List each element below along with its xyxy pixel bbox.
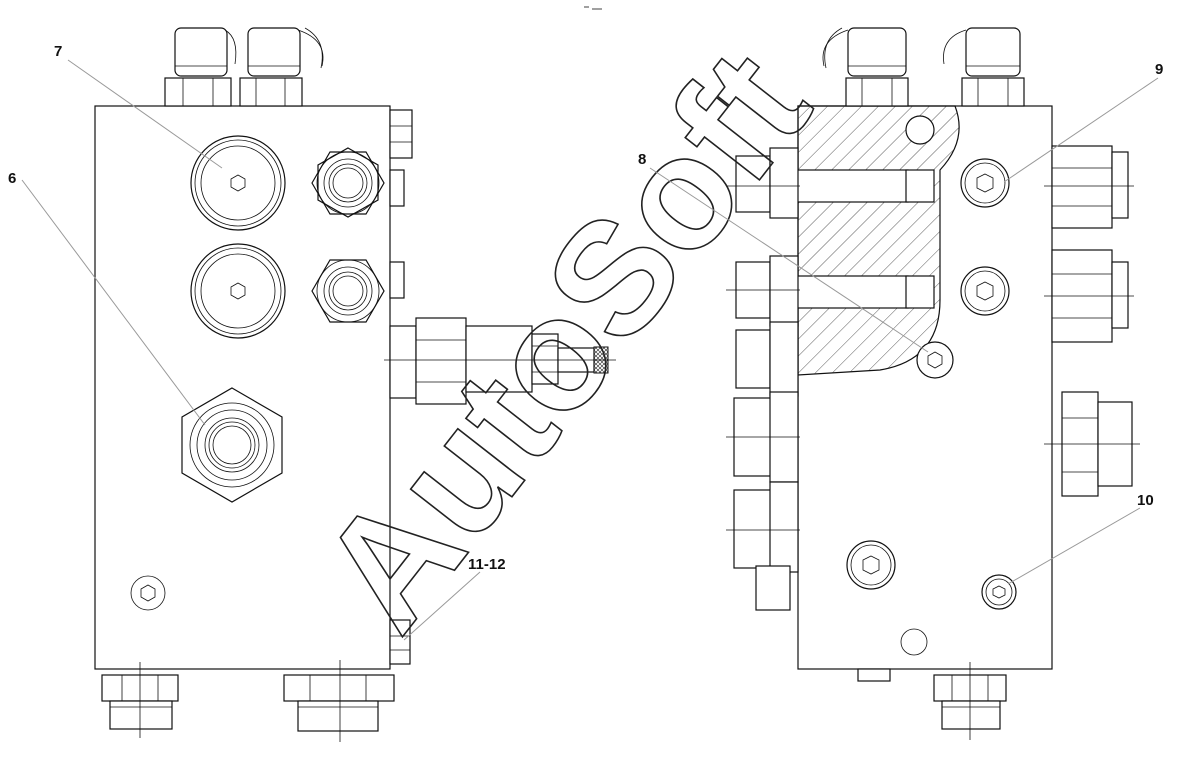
hex-plug-middle <box>190 243 286 339</box>
callout-9: 9 <box>1155 61 1163 78</box>
right-view <box>726 27 1140 740</box>
leader-8 <box>649 167 929 353</box>
header-mark <box>584 6 602 10</box>
socket-screw-left <box>130 575 166 611</box>
leader-11-12 <box>403 571 481 641</box>
side-cartridge <box>384 317 616 405</box>
left-side-fittings <box>726 147 800 611</box>
socket-plug-middle <box>960 266 1010 316</box>
top-fitting-left-1 <box>164 27 237 107</box>
hex-plug-upper <box>190 135 286 231</box>
top-fitting-right-2 <box>943 27 1025 107</box>
bottom-stub <box>857 668 891 682</box>
blind-hole <box>900 628 928 656</box>
top-fitting-left-2 <box>239 27 324 107</box>
callout-7: 7 <box>54 43 62 60</box>
leader-lines <box>21 59 1159 641</box>
fitting-upper-right <box>311 147 385 218</box>
top-fitting-right-1 <box>822 27 909 107</box>
callout-10: 10 <box>1137 492 1154 509</box>
leader-7 <box>67 59 223 169</box>
leader-6 <box>21 179 206 426</box>
side-boss-3 <box>389 261 405 299</box>
callout-6: 6 <box>8 170 16 187</box>
callout-11-12: 11-12 <box>468 556 506 573</box>
large-port-fitting <box>181 387 283 503</box>
bottom-fitting-left-2 <box>283 660 395 742</box>
socket-screw-right <box>981 574 1017 610</box>
leader-10 <box>1007 507 1141 585</box>
fitting-middle-right <box>311 259 385 323</box>
side-boss-bottom <box>389 619 411 665</box>
left-view <box>94 27 616 742</box>
bottom-fitting-right <box>933 662 1007 740</box>
leader-9 <box>1003 77 1159 183</box>
bottom-fitting-left-1 <box>101 662 179 738</box>
socket-screw-section <box>916 341 954 379</box>
socket-plug-large <box>846 540 896 590</box>
right-side-fittings <box>1044 145 1140 497</box>
side-boss-top <box>389 109 413 159</box>
side-boss-2 <box>389 169 405 207</box>
socket-plug-upper <box>960 158 1010 208</box>
callout-8: 8 <box>638 151 646 168</box>
